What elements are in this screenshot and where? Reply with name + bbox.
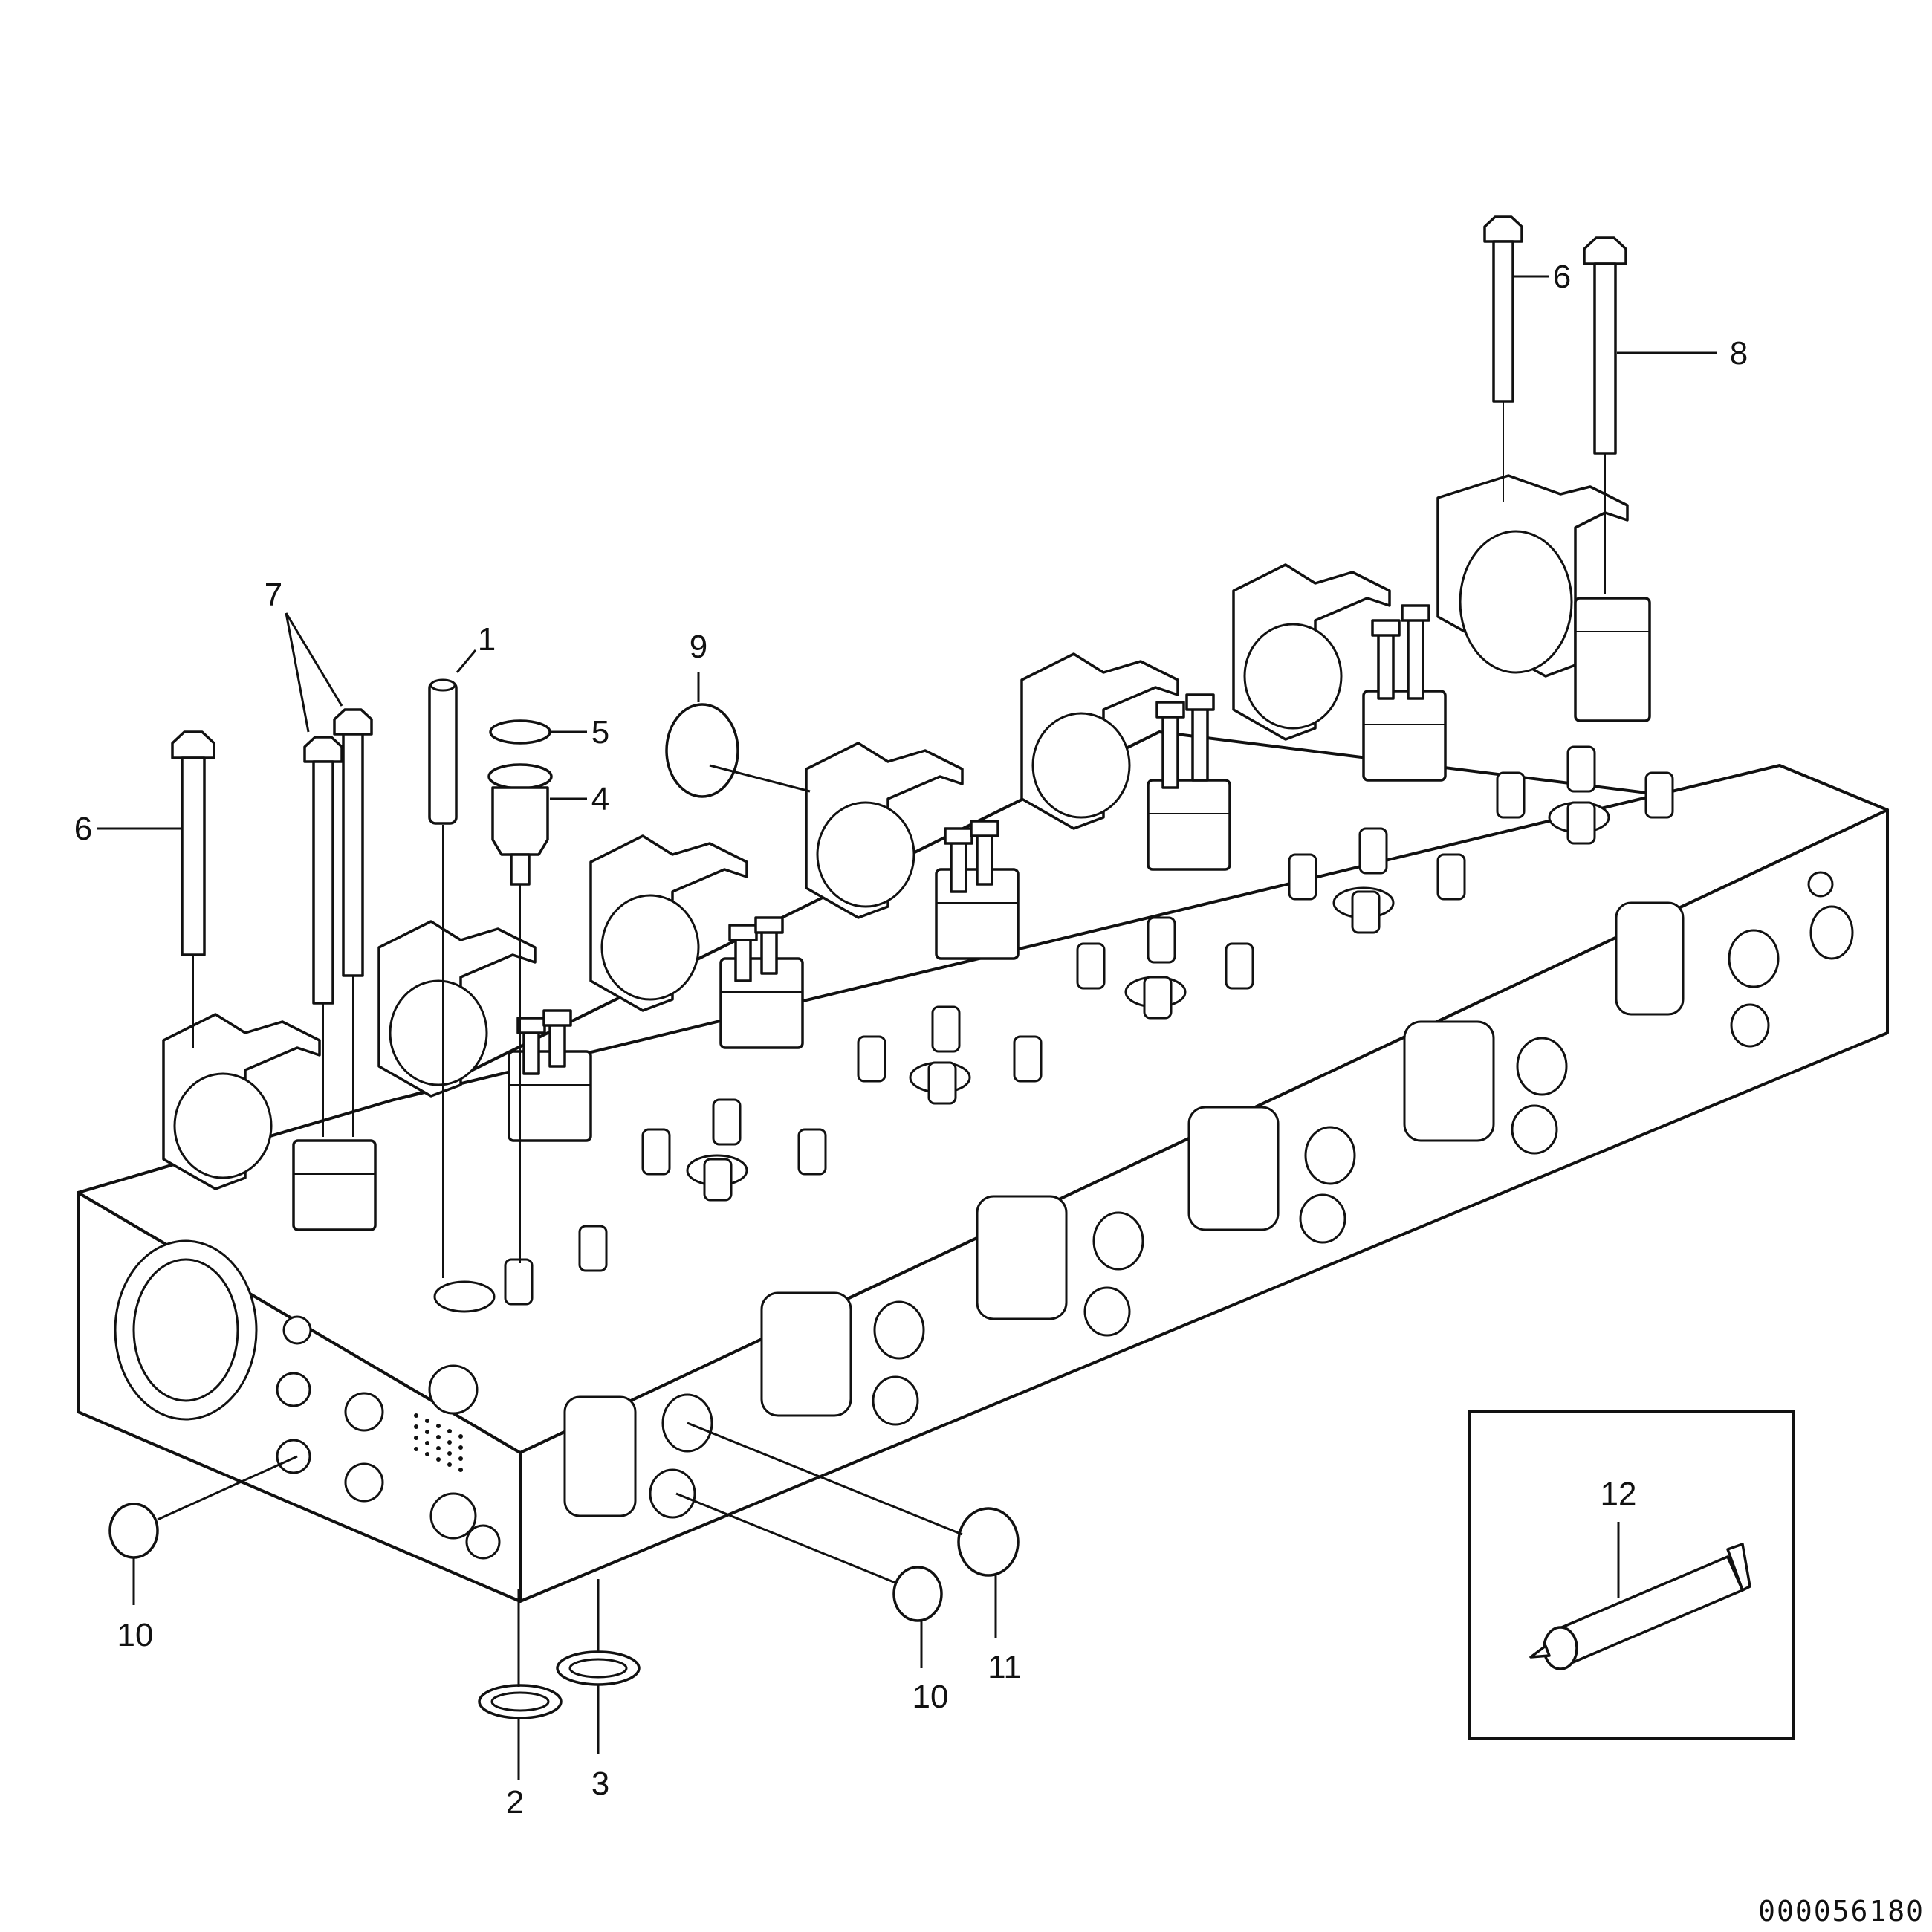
callout-6-right: 6 <box>1553 259 1571 295</box>
callout-9: 9 <box>690 629 707 665</box>
part-1-sleeve <box>428 678 458 1278</box>
callout-1: 1 <box>478 621 496 658</box>
callout-6-left: 6 <box>74 811 92 847</box>
part-7-bolts <box>303 708 373 1137</box>
cylinder-head-block <box>77 730 1889 1603</box>
callout-8: 8 <box>1730 335 1748 372</box>
document-number: 000056180 <box>1758 1895 1925 1928</box>
short-bolts <box>516 604 1430 1075</box>
part-10-plug-right <box>892 1566 943 1622</box>
part-6-bolt-right <box>1483 215 1523 502</box>
part-8-bolt <box>1583 236 1627 594</box>
callout-3: 3 <box>591 1766 609 1802</box>
part-3-washer <box>556 1650 641 1686</box>
callout-2: 2 <box>506 1784 524 1821</box>
callout-12: 12 <box>1601 1476 1637 1512</box>
dotted-grid <box>414 1413 463 1472</box>
callout-7: 7 <box>265 577 282 613</box>
bearing-caps <box>162 474 1629 1190</box>
callout-4: 4 <box>591 781 609 817</box>
callout-5: 5 <box>591 714 609 751</box>
part-4-injector-sleeve <box>487 763 553 1263</box>
callout-10-right: 10 <box>912 1679 949 1715</box>
part-6-bolt-left <box>171 730 215 1048</box>
part-5-o-ring <box>489 719 551 745</box>
part-9-disc <box>665 703 739 798</box>
part-2-washer <box>478 1684 563 1719</box>
callout-11: 11 <box>988 1649 1022 1685</box>
valve-stems <box>433 745 1674 1313</box>
callout-10-left: 10 <box>117 1617 154 1653</box>
leader-lines <box>97 275 1717 1780</box>
part-11-plug <box>957 1507 1020 1577</box>
clamp-blocks <box>292 597 1651 1231</box>
part-10-plug-left <box>108 1503 159 1559</box>
inset-box-sealant <box>1468 1410 1795 1740</box>
